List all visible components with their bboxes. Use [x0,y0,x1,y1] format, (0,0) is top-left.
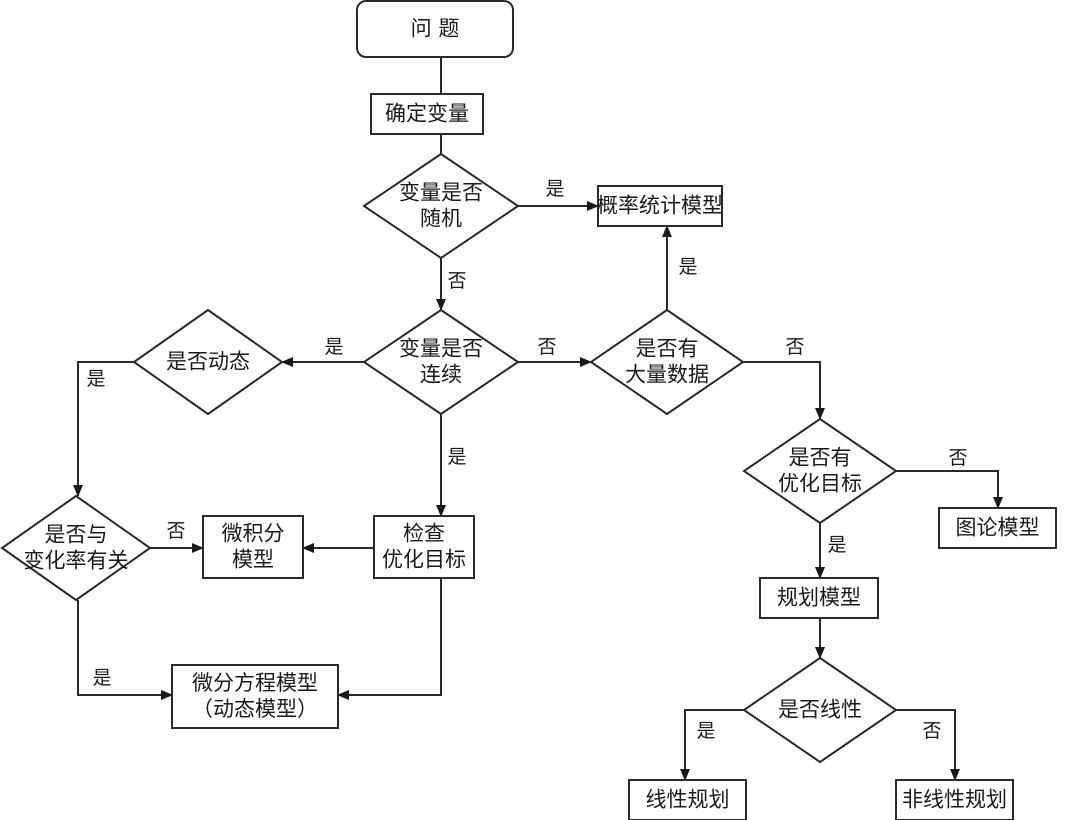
decision-diamond [742,656,898,764]
node-label: 确定变量 [385,102,469,126]
decision-diamond [742,417,898,525]
edge-is-linear-to-linear-programming: 是 [680,709,744,781]
edge-is-continuous-to-check-optimization: 是 [436,414,467,517]
connector-line [896,709,960,781]
node-label: 概率统计模型 [597,194,723,218]
decision-diamond [132,308,284,416]
node-label: 微分方程模型 [192,671,318,695]
connector-line [680,709,744,781]
connector-line [77,600,173,700]
node-label: 规划模型 [777,586,861,610]
edge-is-dynamic-to-rate-related: 是 [73,361,134,497]
edge-has-optimization-to-graph-model: 否 [896,447,1003,509]
node-label: 图论模型 [956,516,1040,540]
node-label: 是否有 [789,446,852,470]
terminal-box [356,0,514,58]
node-label: 是否线性 [778,698,862,722]
node-determine-variables: 确定变量 [370,93,484,135]
edge-label-no: 否 [537,336,556,358]
process-box [370,93,484,135]
connector-line [743,361,825,420]
edge-label-yes: 是 [827,534,846,556]
node-is-linear: 是否线性 [742,656,898,764]
node-label: 模型 [232,548,274,572]
node-label: （动态模型） [192,697,318,721]
process-box [938,507,1057,549]
node-label: 优化目标 [382,548,466,572]
edge-label-yes: 是 [545,178,564,200]
node-differential-model: 微分方程模型（动态模型） [171,664,339,729]
node-problem: 问 题 [356,0,514,58]
edge-label-no: 否 [166,520,185,542]
node-probability-model: 概率统计模型 [597,185,723,227]
node-label: 大量数据 [625,363,709,387]
edge-label-no: 否 [785,336,804,358]
decision-diamond [589,308,745,416]
node-label: 是否与 [45,523,108,547]
process-box [759,577,879,619]
edge-has-big-data-to-probability-model: 是 [662,225,698,310]
node-label: 非线性规划 [902,788,1007,812]
edge-is-continuous-to-has-big-data: 否 [518,336,592,367]
node-programming-model: 规划模型 [759,577,879,619]
edge-label-no: 否 [447,270,466,292]
process-box [597,185,723,227]
edge-label-yes: 是 [86,368,105,390]
edge-label-no: 否 [922,720,941,742]
edge-label-yes: 是 [92,667,111,689]
nodes-layer: 问 题确定变量变量是否随机概率统计模型变量是否连续是否有大量数据是否动态是否与变… [0,0,1057,820]
process-box [628,779,747,820]
node-label: 优化目标 [778,472,862,496]
decision-diamond [362,308,520,416]
node-label: 检查 [403,522,445,546]
node-graph-model: 图论模型 [938,507,1057,549]
edge-check-optimization-to-differential-model [337,578,442,700]
edge-is-random-to-probability-model: 是 [518,178,599,211]
process-box [373,515,475,579]
node-label: 随机 [420,207,462,231]
process-box [895,779,1014,820]
edge-is-continuous-to-is-dynamic: 是 [281,336,364,367]
node-label: 是否有 [636,337,699,361]
edge-label-yes: 是 [324,336,343,358]
node-label: 连续 [420,363,462,387]
node-label: 线性规划 [646,788,730,812]
edge-is-linear-to-nonlinear-programming: 否 [896,709,960,781]
decision-diamond [362,152,520,260]
edge-has-big-data-to-has-optimization: 否 [743,336,825,420]
edge-label-yes: 是 [696,720,715,742]
edge-rate-related-to-differential-model: 是 [77,600,173,700]
node-label: 变化率有关 [24,549,129,573]
edges-layer: 是否否是否是是是否是否是是否 [73,57,1003,781]
edge-rate-related-to-calculus-model: 否 [150,520,204,553]
node-label: 问 题 [411,17,460,41]
edge-label-no: 否 [948,447,967,469]
node-label: 微积分 [222,522,285,546]
node-label: 变量是否 [399,181,483,205]
edge-label-yes: 是 [447,446,466,468]
connector-line [337,578,442,700]
edge-has-optimization-to-programming-model: 是 [815,523,847,579]
node-label: 变量是否 [399,337,483,361]
node-label: 是否动态 [166,350,250,374]
process-box [202,515,304,579]
decision-diamond [0,494,152,602]
edge-is-random-to-is-continuous: 否 [436,258,467,311]
edge-label-yes: 是 [678,256,697,278]
connector-line [73,361,134,497]
connector-line [896,470,1003,509]
node-nonlinear-programming: 非线性规划 [895,779,1014,820]
process-box [171,664,339,729]
node-linear-programming: 线性规划 [628,779,747,820]
node-is-dynamic: 是否动态 [132,308,284,416]
